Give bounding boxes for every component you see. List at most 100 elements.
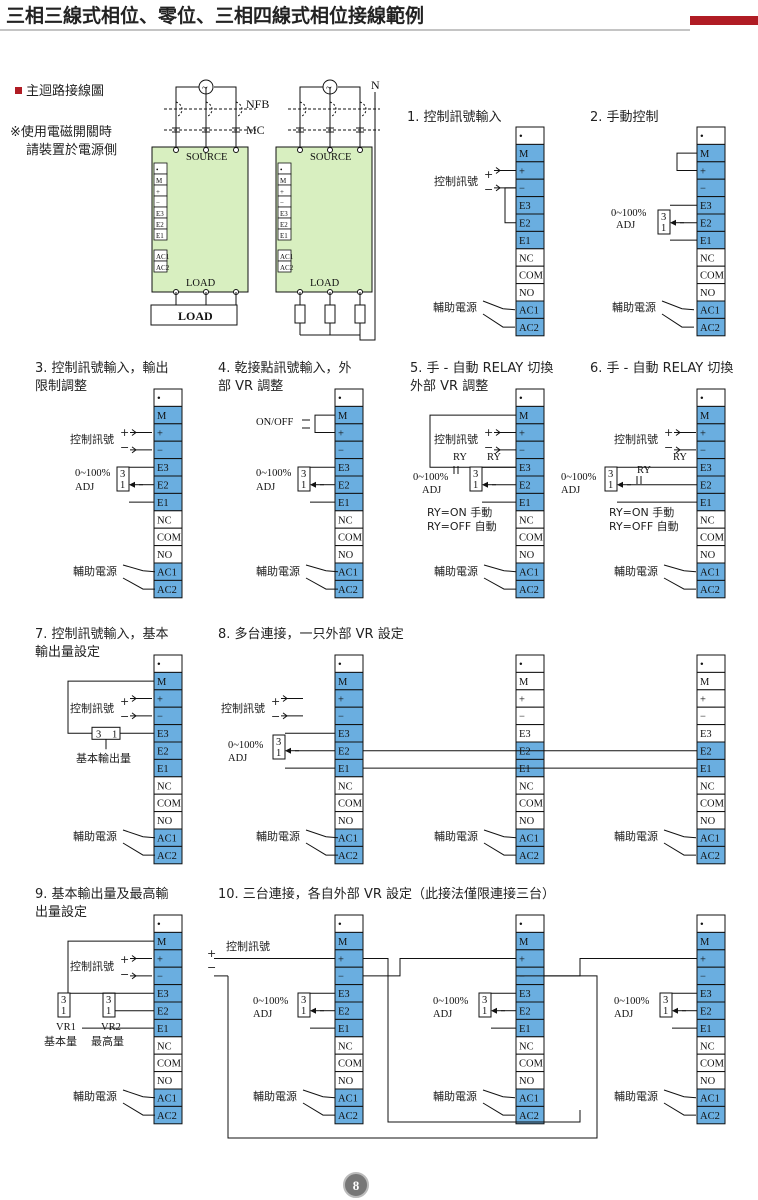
small-terminal-label: − xyxy=(280,199,284,207)
terminal-label-11: AC2 xyxy=(519,1111,539,1122)
terminal-label-8: COM xyxy=(157,533,182,544)
wire xyxy=(359,92,376,341)
terminal-label-4: E3 xyxy=(338,463,350,474)
header-accent-bar xyxy=(690,16,758,25)
terminal-label-3: − xyxy=(519,184,525,195)
terminal-label-2: + xyxy=(519,954,525,965)
small-terminal-label: • xyxy=(280,166,283,174)
wire xyxy=(214,86,237,105)
wire xyxy=(663,577,696,590)
terminal-label-6: E1 xyxy=(338,498,350,509)
terminal-label-2: + xyxy=(700,428,706,439)
terminal-label-9: NO xyxy=(157,816,173,827)
terminal-cell xyxy=(515,1105,545,1125)
terminal-label-4: E3 xyxy=(519,201,531,212)
terminal-label-0: • xyxy=(519,920,523,931)
terminal-label-11: AC2 xyxy=(519,851,539,862)
ac-symbol: ~ xyxy=(326,83,332,94)
terminal-label-10: AC1 xyxy=(338,834,358,845)
wiper-arrow xyxy=(310,481,316,488)
terminal-label-0: • xyxy=(519,394,523,405)
wire xyxy=(122,577,155,590)
minus-sign: − xyxy=(120,710,129,723)
terminal-label-0: • xyxy=(700,920,704,931)
plus-sign: + xyxy=(120,426,129,439)
pot-pin-1: 1 xyxy=(61,1006,66,1017)
terminal-label-10: AC1 xyxy=(519,834,539,845)
load-resistor xyxy=(294,304,306,324)
aux-power-label: 輔助電源 xyxy=(253,1089,297,1103)
page-header: 三相三線式相位、零位、三相四線式相位接線範例 xyxy=(0,4,758,31)
terminal-label-2: + xyxy=(338,428,344,439)
relay-label: RY xyxy=(673,452,687,463)
terminal-label-8: COM xyxy=(519,271,544,282)
arrow xyxy=(675,429,681,436)
terminal-label-2: + xyxy=(700,954,706,965)
page-title: 三相三線式相位、零位、三相四線式相位接線範例 xyxy=(6,4,424,27)
terminal-label-8: COM xyxy=(700,799,725,810)
wire xyxy=(482,1089,516,1099)
on-off-label: ON/OFF xyxy=(256,417,294,428)
wire xyxy=(544,958,697,977)
arrow xyxy=(495,446,501,454)
wire xyxy=(483,842,516,856)
wire xyxy=(483,829,517,839)
terminal-label-10: AC1 xyxy=(700,834,720,845)
terminal-label-7: NC xyxy=(157,1041,172,1052)
wire xyxy=(175,86,199,105)
terminal-label-4: E3 xyxy=(700,463,712,474)
mc-label: MC xyxy=(246,123,265,137)
terminal-label-5: E2 xyxy=(700,747,712,758)
wire xyxy=(663,842,696,856)
wire xyxy=(314,414,335,433)
small-terminal-label: AC2 xyxy=(280,264,294,272)
diagram-8: 8. 多台連接，一只外部 VR 設定•M+−E3E2E1NCCOMNOAC1AC… xyxy=(218,626,726,865)
pot-pin-3: 3 xyxy=(608,469,613,480)
note-line-2: 請裝置於電源側 xyxy=(26,142,117,158)
wire xyxy=(122,1089,156,1099)
diagram-title-4: 4. 乾接點訊號輸入，外 xyxy=(218,360,352,376)
minus-sign: − xyxy=(207,961,216,974)
terminal-label-2: + xyxy=(700,694,706,705)
aux-power-label: 輔助電源 xyxy=(614,829,658,843)
potentiometer: 31 xyxy=(297,992,311,1018)
pot-body xyxy=(657,209,671,235)
terminal-label-9: NO xyxy=(157,550,173,561)
terminal-label-2: + xyxy=(338,954,344,965)
diagram-title-6: 6. 手 - 自動 RELAY 切換 xyxy=(590,361,733,376)
arrow xyxy=(675,446,681,454)
potentiometer: 31 xyxy=(116,466,130,492)
terminal-label-6: E1 xyxy=(519,236,531,247)
pot-pin-1: 1 xyxy=(112,729,117,740)
load-box-label: LOAD xyxy=(178,309,213,323)
terminal-label-4: E3 xyxy=(338,729,350,740)
small-terminal-label: AC1 xyxy=(156,253,170,261)
scr-module-body xyxy=(151,146,249,293)
main-circuit-diagram: 主迴路接線圖※使用電磁開關時請裝置於電源側~SOURCELOAD•M+−E3E2… xyxy=(10,78,380,341)
terminal-label-11: AC2 xyxy=(338,851,358,862)
pct-label: 0~100% xyxy=(611,208,647,219)
diagram-9: 9. 基本輸出量及最高輸出量設定•M+−E3E2E1NCCOMNOAC1AC2控… xyxy=(35,886,183,1125)
nfb-breaker xyxy=(235,101,243,118)
terminal-label-6: E1 xyxy=(519,1024,531,1035)
wire xyxy=(483,564,517,573)
diagram-title-9: 出量設定 xyxy=(35,904,87,920)
terminal-label-2: + xyxy=(157,954,163,965)
pot-pin-3: 3 xyxy=(106,995,111,1006)
pot-pin-3: 3 xyxy=(276,737,281,748)
small-terminal-label: • xyxy=(156,166,159,174)
terminal-label-9: NO xyxy=(700,816,716,827)
wiper-arrow xyxy=(285,747,291,754)
arrow xyxy=(131,955,137,962)
pct-label: 0~100% xyxy=(228,740,264,751)
control-signal-label: 控制訊號 xyxy=(70,701,114,715)
terminal-label-10: AC1 xyxy=(700,306,720,317)
pot-body xyxy=(659,992,673,1018)
wire xyxy=(482,300,516,311)
aux-power-label: 輔助電源 xyxy=(433,1089,477,1103)
wire xyxy=(299,86,323,105)
main-circuit-heading: 主迴路接線圖 xyxy=(26,83,104,99)
terminal-label-11: AC2 xyxy=(338,1111,358,1122)
wire xyxy=(67,940,154,993)
